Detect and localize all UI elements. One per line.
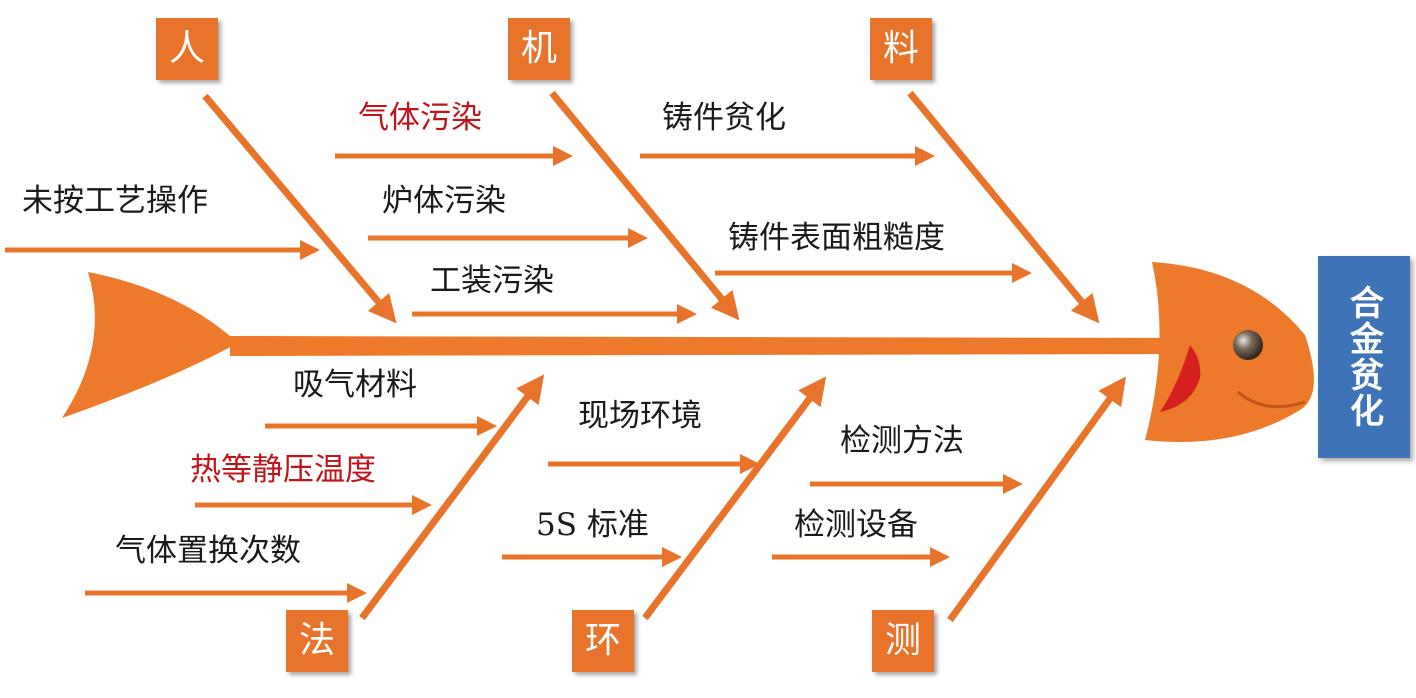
cause-label-measurement-0: 检测方法: [840, 423, 964, 459]
bone-measurement: [947, 376, 1127, 623]
fish-eye: [1233, 330, 1263, 360]
fish-tail: [62, 272, 238, 418]
fish-head: [1145, 262, 1314, 442]
cause-label-machine-0: 气体污染: [358, 100, 482, 136]
cause-label-machine-1: 炉体污染: [382, 183, 506, 219]
bone-method: [359, 374, 545, 621]
cause-label-material-0: 铸件贫化: [662, 100, 786, 136]
cause-label-method-1: 热等静压温度: [190, 452, 376, 488]
bone-people: [202, 93, 397, 324]
bone-environment: [642, 376, 827, 621]
cause-label-measurement-1: 检测设备: [794, 507, 918, 543]
cause-label-material-1: 铸件表面粗糙度: [728, 220, 945, 256]
bone-machine: [549, 90, 740, 321]
category-environment: 环: [572, 610, 634, 672]
cause-label-environment-1: 5S 标准: [536, 507, 649, 543]
cause-label-people-0: 未按工艺操作: [22, 183, 208, 219]
fish-smile: [1237, 390, 1306, 409]
category-method: 法: [286, 610, 348, 672]
cause-label-method-2: 气体置换次数: [115, 533, 301, 569]
category-people: 人: [156, 18, 218, 80]
effect-box: 合金贫化: [1318, 256, 1410, 458]
bone-material: [907, 90, 1100, 324]
fish-spine: [230, 336, 1180, 356]
cause-label-environment-0: 现场环境: [578, 398, 702, 434]
category-material: 料: [870, 18, 932, 80]
category-machine: 机: [508, 18, 570, 80]
cause-label-method-0: 吸气材料: [293, 367, 417, 403]
cause-label-machine-2: 工装污染: [430, 263, 554, 299]
fish-mouth: [1160, 345, 1201, 412]
category-measurement: 测: [872, 610, 934, 672]
